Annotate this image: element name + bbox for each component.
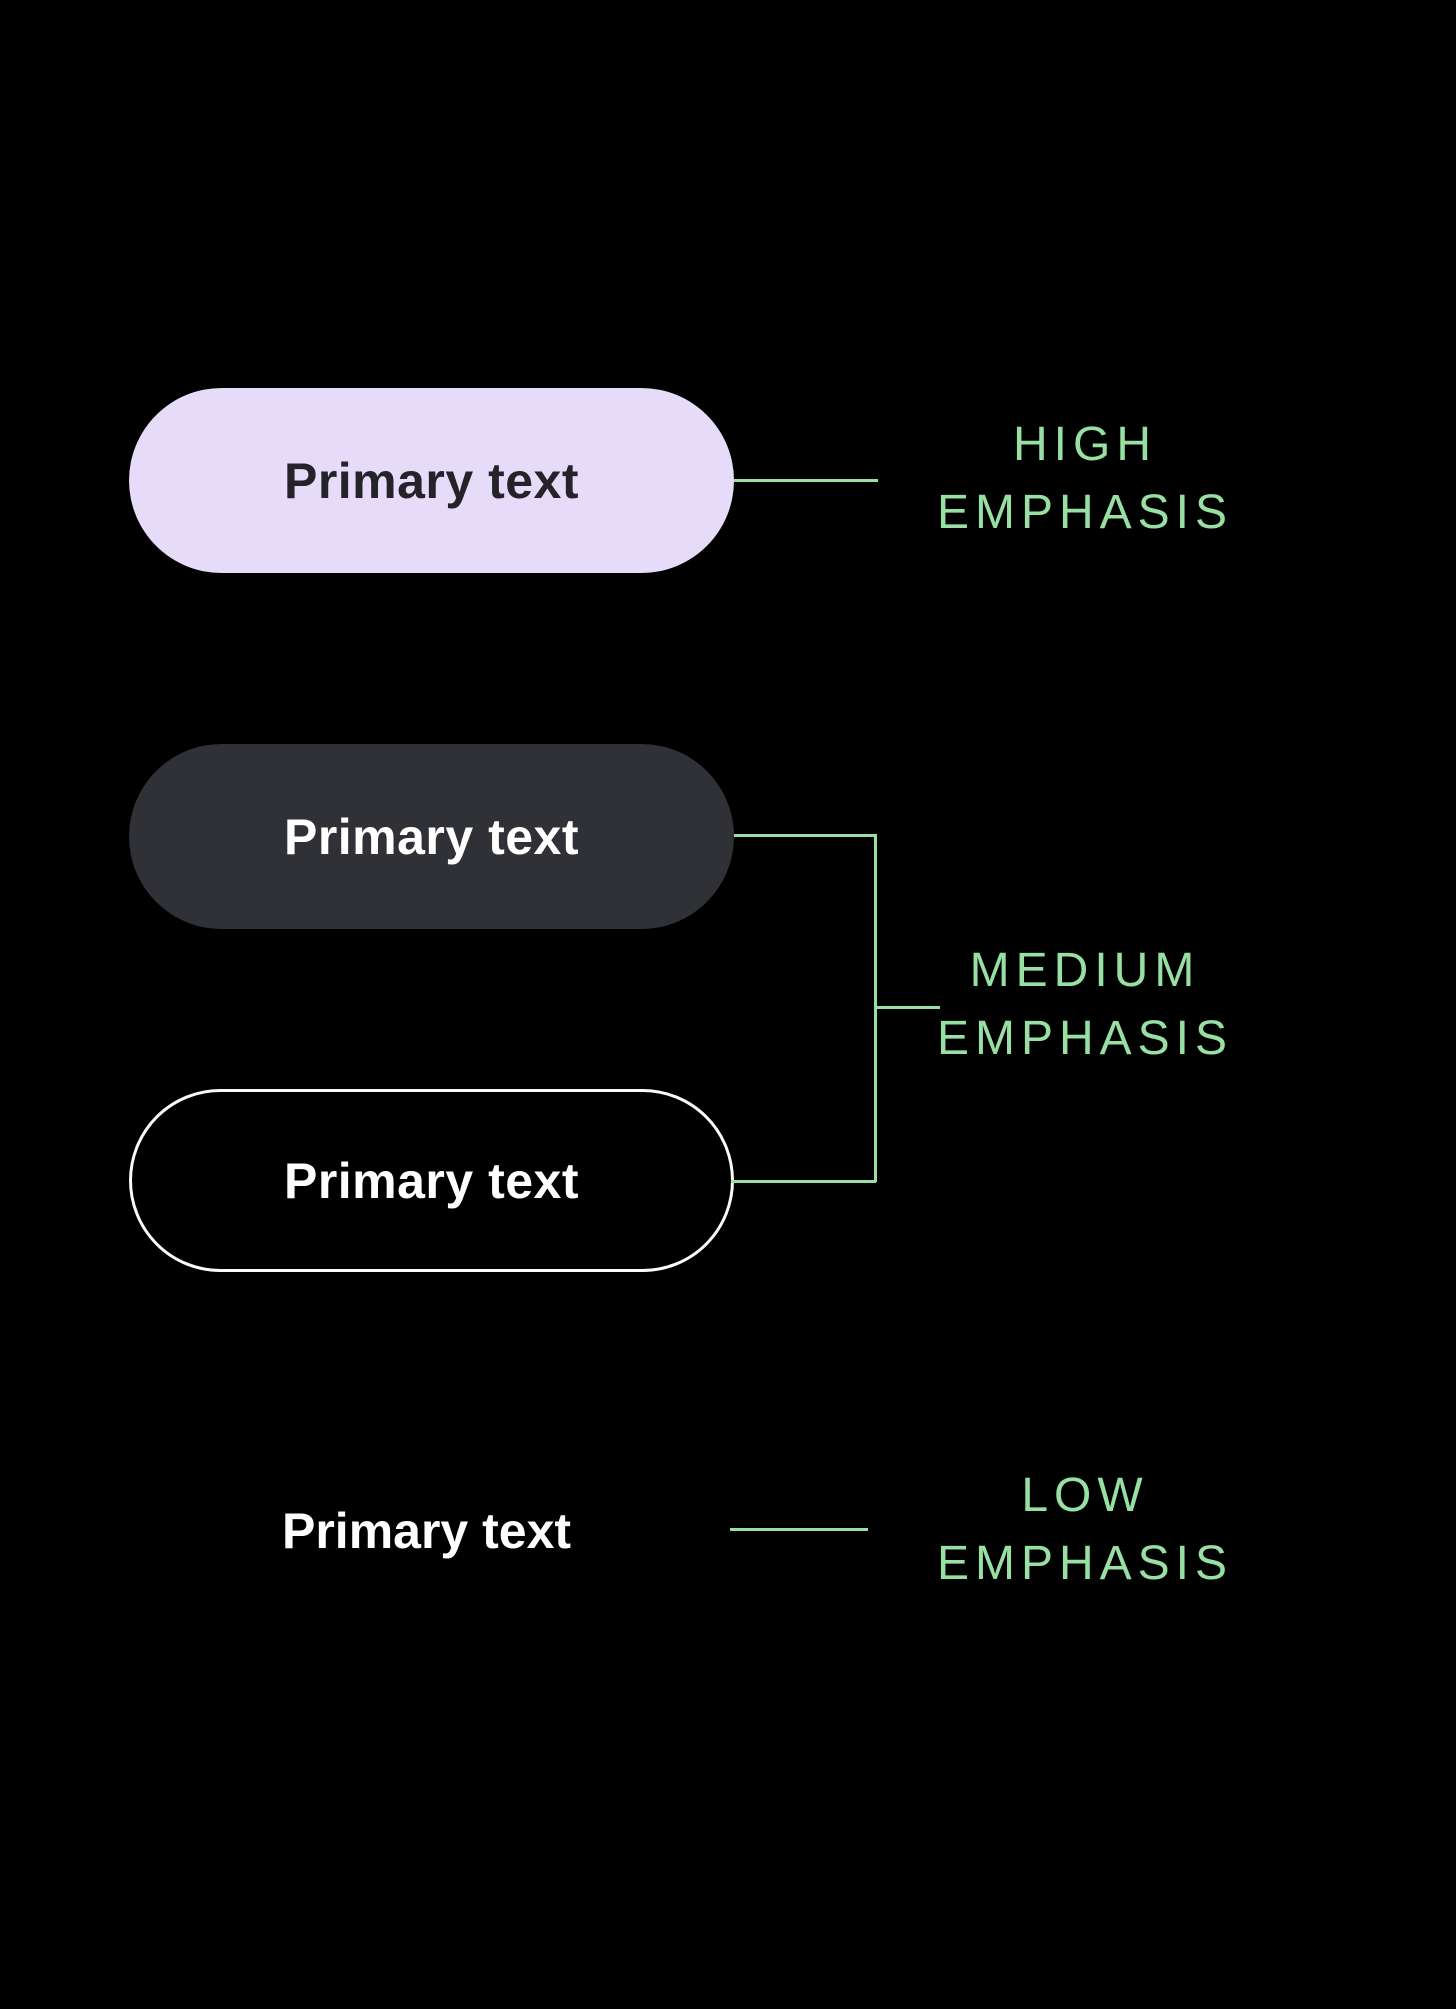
medium-emphasis-outlined-button[interactable]: Primary text <box>129 1089 734 1272</box>
high-emphasis-annotation: HIGH EMPHASIS <box>915 411 1255 547</box>
annotation-line: MEDIUM <box>969 944 1201 997</box>
bracket-stub-line <box>876 1006 940 1009</box>
high-emphasis-button-label: Primary text <box>283 452 580 509</box>
connector-line-high <box>734 479 878 482</box>
annotation-line: EMPHASIS <box>936 1537 1234 1590</box>
medium-emphasis-filled-button[interactable]: Primary text <box>129 744 734 929</box>
medium-emphasis-annotation: MEDIUM EMPHASIS <box>915 937 1255 1073</box>
annotation-line: LOW <box>1021 1469 1149 1522</box>
low-emphasis-annotation: LOW EMPHASIS <box>915 1462 1255 1598</box>
low-emphasis-text-button[interactable]: Primary text <box>282 1503 572 1559</box>
annotation-line: HIGH <box>1013 418 1157 471</box>
medium-emphasis-filled-button-label: Primary text <box>283 808 580 865</box>
annotation-line: EMPHASIS <box>936 486 1234 539</box>
connector-line-medium-top <box>734 834 876 837</box>
high-emphasis-button[interactable]: Primary text <box>129 388 734 573</box>
connector-line-medium-bottom <box>731 1180 876 1183</box>
annotation-line: EMPHASIS <box>936 1012 1234 1065</box>
bracket-vertical-line <box>874 834 877 1182</box>
medium-emphasis-outlined-button-label: Primary text <box>283 1152 580 1209</box>
connector-line-low <box>730 1528 868 1531</box>
